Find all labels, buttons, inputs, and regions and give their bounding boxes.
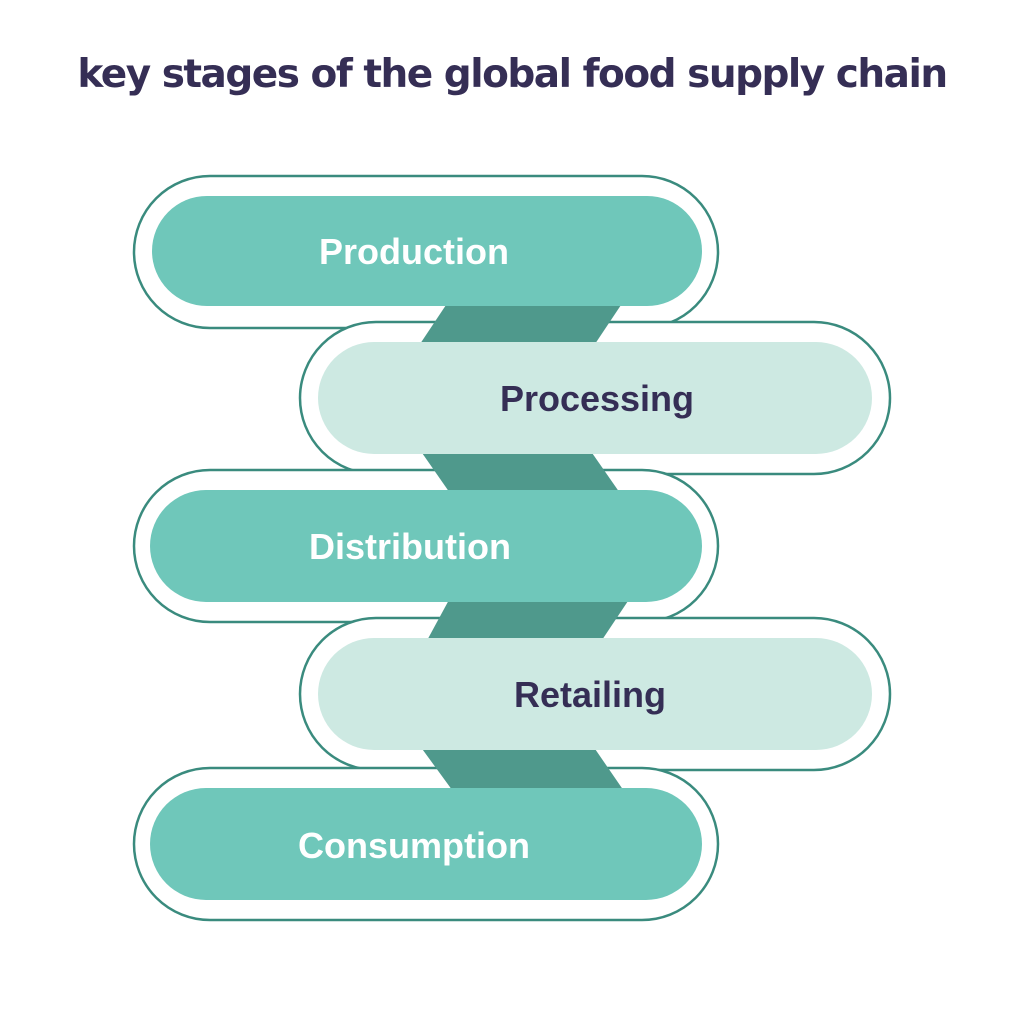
connector-distribution-retailing (424, 598, 630, 646)
pill-label-retailing: Retailing (514, 674, 666, 715)
connector-processing-distribution (420, 450, 622, 496)
pill-processing (318, 342, 872, 454)
connector-retailing-consumption (420, 746, 626, 794)
pill-distribution (150, 490, 702, 602)
connector-production-processing (416, 302, 623, 350)
page-title: key stages of the global food supply cha… (77, 52, 948, 97)
pill-label-processing: Processing (500, 378, 694, 419)
stage-connectors (416, 302, 630, 794)
pill-labels: Production Processing Distribution Retai… (298, 231, 694, 866)
pill-label-distribution: Distribution (309, 526, 511, 567)
pill-fills (150, 196, 872, 900)
pill-consumption (150, 788, 702, 900)
pill-label-consumption: Consumption (298, 825, 530, 866)
pill-production (152, 196, 702, 306)
pill-retailing (318, 638, 872, 750)
pill-label-production: Production (319, 231, 509, 272)
